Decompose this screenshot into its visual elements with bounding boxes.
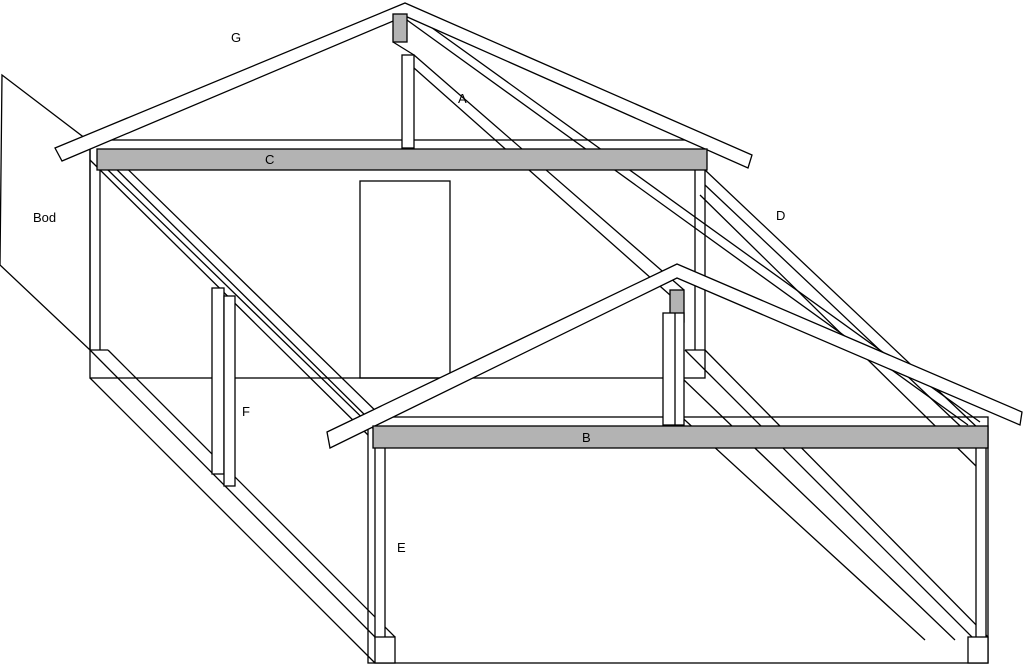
- wall-plate-left-4: [107, 149, 386, 421]
- label-g: G: [231, 30, 242, 45]
- post-f-back: [211, 287, 225, 475]
- back-rafters: [54, 2, 753, 169]
- floor-edge-right-1: [684, 349, 976, 641]
- wall-plate-right-2: [704, 184, 976, 441]
- front-right-post: [975, 439, 987, 639]
- label-bod: Bod: [33, 210, 57, 225]
- label-e: E: [397, 540, 406, 555]
- label-b: B: [582, 430, 591, 445]
- back-king-post: [401, 54, 415, 149]
- post-f: [223, 295, 236, 487]
- front-left-foot: [374, 636, 396, 664]
- ridge-diagonal-a4: [413, 54, 685, 291]
- beam-c: [96, 148, 708, 171]
- ridge-diagonal-a5: [683, 379, 956, 641]
- front-wall: [367, 416, 989, 664]
- front-king-post: [662, 312, 685, 426]
- floor-edge-left: [89, 377, 376, 664]
- label-a: A: [458, 91, 467, 106]
- wall-plate-left-2: [96, 149, 376, 426]
- floor-edge-left-2: [107, 349, 396, 638]
- ridge-diagonal-a3: [404, 59, 671, 296]
- front-left-post: [374, 439, 386, 639]
- back-king-post-top: [392, 13, 408, 43]
- floor-edge-left-3: [89, 349, 376, 638]
- label-f: F: [242, 404, 250, 419]
- back-wall: [89, 139, 706, 379]
- front-rafters: [326, 263, 1023, 449]
- king-post-joint: [392, 41, 415, 56]
- door: [359, 180, 451, 379]
- front-right-foot: [967, 636, 989, 664]
- wall-plate-left-3: [107, 169, 386, 441]
- label-c: C: [265, 152, 275, 167]
- label-d: D: [776, 208, 786, 223]
- beam-b: [372, 425, 989, 449]
- floor-edge-right-2: [704, 349, 989, 638]
